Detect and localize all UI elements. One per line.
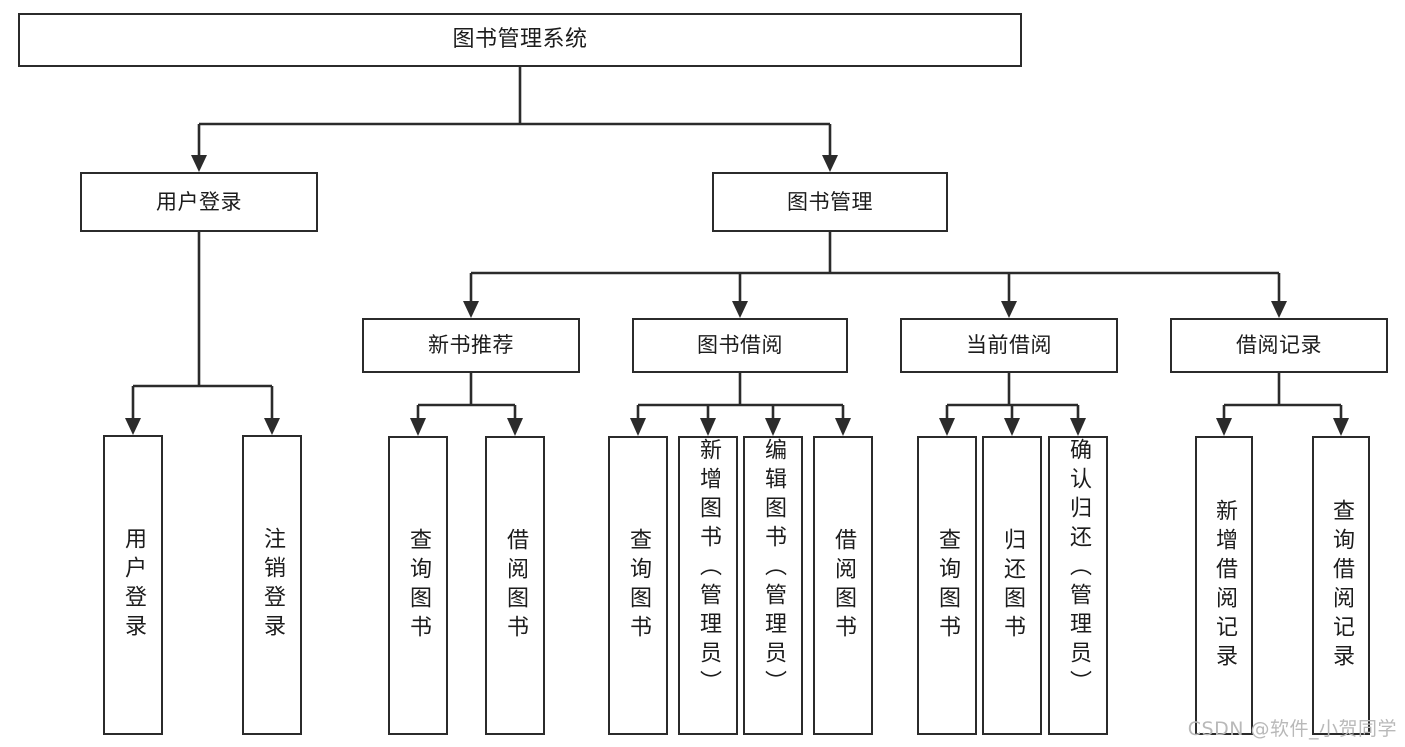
node-current-borrow[interactable]: 当前借阅 — [900, 318, 1118, 373]
leaf-query-book-borrow[interactable]: 查询图书 — [608, 436, 668, 735]
node-new-book-recommend[interactable]: 新书推荐 — [362, 318, 580, 373]
arrowhead-leaf-add-book — [700, 418, 716, 436]
arrowhead-borrow-record — [1271, 301, 1287, 318]
arrowhead-leaf-confirm-return — [1070, 418, 1086, 436]
watermark-text: CSDN @软件_小贺同学 — [1187, 718, 1397, 740]
node-label: 借阅记录 — [1236, 333, 1322, 358]
arrowhead-leaf-borrow-book-1 — [507, 418, 523, 436]
arrowhead-leaf-query-book-3 — [939, 418, 955, 436]
node-borrow-record[interactable]: 借阅记录 — [1170, 318, 1388, 373]
arrowhead-leaf-user-login — [125, 418, 141, 435]
node-label: 用户登录 — [121, 527, 146, 643]
node-label: 图书管理 — [787, 189, 873, 214]
node-label: 编辑图书（管理员） — [761, 438, 786, 699]
node-root-system[interactable]: 图书管理系统 — [18, 13, 1022, 67]
leaf-borrow-book-borrow[interactable]: 借阅图书 — [813, 436, 873, 735]
node-label: 图书管理系统 — [452, 27, 588, 53]
arrowhead-book-borrow — [732, 301, 748, 318]
leaf-confirm-return-admin[interactable]: 确认归还（管理员） — [1048, 436, 1108, 735]
node-label: 查询图书 — [406, 527, 431, 644]
leaf-add-book-admin[interactable]: 新增图书（管理员） — [678, 436, 738, 735]
leaf-borrow-book-recommend[interactable]: 借阅图书 — [485, 436, 545, 735]
leaf-user-login[interactable]: 用户登录 — [103, 435, 163, 735]
arrowhead-leaf-query-book-2 — [630, 418, 646, 436]
leaf-add-borrow-record[interactable]: 新增借阅记录 — [1195, 436, 1253, 735]
node-book-management[interactable]: 图书管理 — [712, 172, 948, 232]
node-label: 借阅图书 — [503, 527, 528, 644]
node-label: 新书推荐 — [428, 333, 514, 358]
node-book-borrow[interactable]: 图书借阅 — [632, 318, 848, 373]
leaf-logout-login[interactable]: 注销登录 — [242, 435, 302, 735]
arrowhead-leaf-edit-book — [765, 418, 781, 436]
node-label: 当前借阅 — [966, 333, 1052, 358]
leaf-query-borrow-record[interactable]: 查询借阅记录 — [1312, 436, 1370, 735]
node-label: 确认归还（管理员） — [1066, 438, 1091, 699]
node-label: 查询图书 — [626, 527, 651, 644]
node-user-login[interactable]: 用户登录 — [80, 172, 318, 232]
node-label: 注销登录 — [260, 527, 285, 643]
arrowhead-leaf-logout — [264, 418, 280, 435]
arrowhead-current-borrow — [1001, 301, 1017, 318]
node-label: 用户登录 — [156, 189, 242, 214]
arrowhead-new-book-recommend — [463, 301, 479, 318]
arrowhead-leaf-borrow-book-2 — [835, 418, 851, 436]
node-label: 图书借阅 — [697, 333, 783, 358]
leaf-query-book-current[interactable]: 查询图书 — [917, 436, 977, 735]
arrowhead-leaf-add-record — [1216, 418, 1232, 436]
arrowhead-book-management — [822, 155, 838, 172]
leaf-return-book[interactable]: 归还图书 — [982, 436, 1042, 735]
arrowhead-leaf-return-book — [1004, 418, 1020, 436]
arrowhead-leaf-query-book-1 — [410, 418, 426, 436]
arrowhead-leaf-query-record — [1333, 418, 1349, 436]
node-label: 新增借阅记录 — [1212, 498, 1237, 673]
arrowhead-user-login — [191, 155, 207, 172]
node-label: 归还图书 — [1000, 527, 1025, 644]
node-label: 新增图书（管理员） — [696, 438, 721, 699]
node-label: 查询借阅记录 — [1329, 498, 1354, 673]
leaf-query-book-recommend[interactable]: 查询图书 — [388, 436, 448, 735]
node-label: 查询图书 — [935, 527, 960, 644]
leaf-edit-book-admin[interactable]: 编辑图书（管理员） — [743, 436, 803, 735]
node-label: 借阅图书 — [831, 527, 856, 644]
